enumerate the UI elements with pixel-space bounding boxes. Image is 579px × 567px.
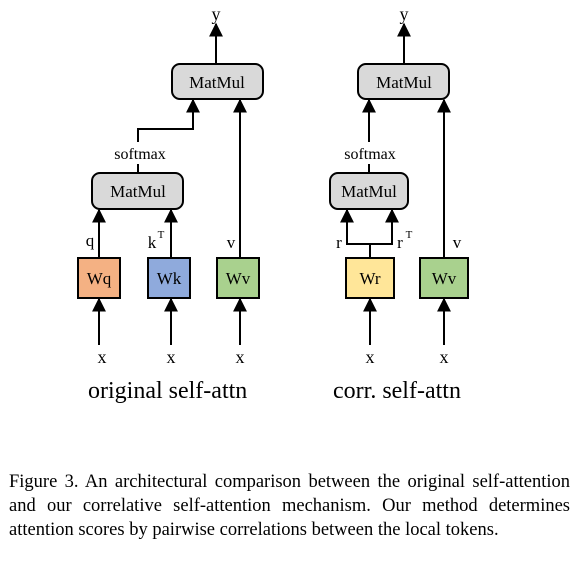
right-r-label: r: [336, 233, 342, 252]
right-output-label: y: [400, 4, 409, 24]
right-rt-sup: T: [406, 229, 413, 241]
left-wq-box: [77, 257, 121, 299]
left-input-label-1: x: [98, 347, 107, 367]
left-softmax-label: softmax: [114, 146, 166, 163]
right-matmul-top-box: [357, 63, 450, 100]
right-wr-box: [345, 257, 395, 299]
left-v-label: v: [227, 233, 236, 252]
right-rt-label: r: [397, 233, 403, 252]
left-matmul-top-label: MatMul: [189, 73, 245, 92]
left-wv-label: Wv: [226, 269, 251, 288]
right-v-label: v: [453, 233, 462, 252]
right-panel: [329, 22, 469, 345]
left-output-label: y: [212, 4, 221, 24]
architecture-diagram: y MatMul MatMul softmax Wq Wk Wv q k T v…: [77, 4, 469, 367]
left-wk-label: Wk: [157, 269, 182, 288]
left-wq-label: Wq: [87, 269, 112, 288]
figure-caption: Figure 3. An architectural comparison be…: [9, 472, 570, 540]
right-wr-label: Wr: [359, 269, 380, 288]
left-panel-title: original self-attn: [88, 378, 248, 404]
right-panel-title: corr. self-attn: [333, 378, 461, 404]
left-softmax-arrow: [137, 98, 200, 142]
left-k-label: k: [148, 233, 157, 252]
right-softmax-label: softmax: [344, 146, 396, 163]
right-matmul-bottom-label: MatMul: [341, 182, 397, 201]
right-matmul-top-label: MatMul: [376, 73, 432, 92]
left-k-sup: T: [158, 229, 165, 241]
left-input-label-2: x: [167, 347, 176, 367]
left-q-label: q: [86, 231, 95, 250]
right-wv-label: Wv: [432, 269, 457, 288]
left-input-label-3: x: [236, 347, 245, 367]
left-matmul-bottom-label: MatMul: [110, 182, 166, 201]
right-input-label-2: x: [440, 347, 449, 367]
left-matmul-top-box: [171, 63, 264, 100]
left-panel: [77, 22, 264, 345]
right-input-label-1: x: [366, 347, 375, 367]
left-wk-box: [147, 257, 191, 299]
right-r-branch: [346, 210, 393, 245]
